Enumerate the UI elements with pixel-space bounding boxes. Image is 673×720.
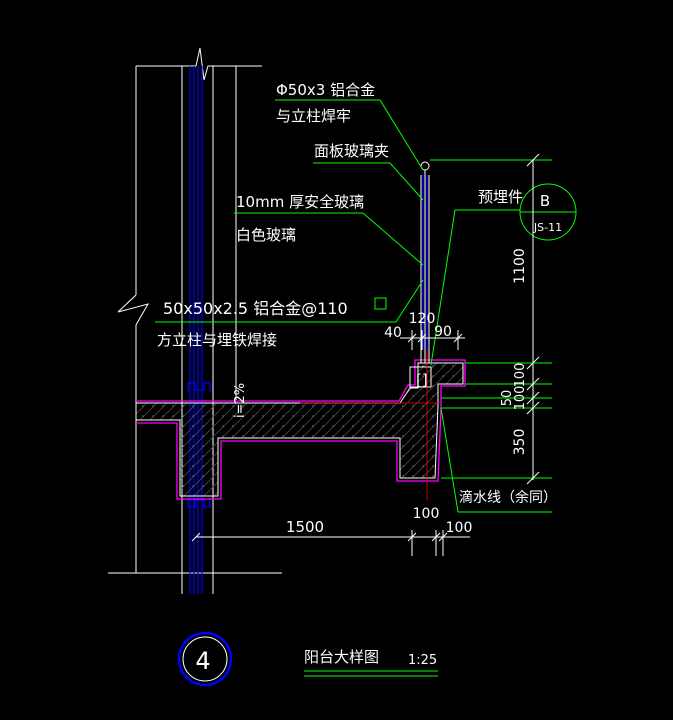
drip-line-label: 滴水线（余同） — [459, 489, 557, 506]
dim-100-b: 100 — [446, 520, 473, 536]
rail-spec-label: Φ50x3 铝合金 — [276, 81, 375, 99]
dim-100-top: 100 — [513, 363, 528, 388]
dim-100-a: 100 — [413, 506, 440, 522]
dim-350: 350 — [512, 429, 528, 456]
drawing-scale: 1:25 — [408, 653, 437, 668]
slope-label: i=2% — [233, 383, 248, 418]
railing — [420, 161, 430, 363]
callout-ref: JS-11 — [533, 221, 562, 234]
dim-50: 50 — [500, 390, 515, 407]
embed-part-label: 预埋件 — [478, 188, 523, 206]
title-block: 4 阳台大样图 1:25 — [177, 631, 438, 687]
dimension-texts: 120 40 90 1100 100 50 100 350 1500 100 1… — [286, 248, 528, 536]
dimension-lines — [191, 153, 540, 556]
callout-bubble: B JS-11 — [533, 192, 562, 234]
dim-90: 90 — [434, 324, 452, 340]
dim-40: 40 — [384, 325, 402, 341]
detail-number: 4 — [195, 647, 210, 675]
dim-1100: 1100 — [512, 248, 528, 284]
glass-spec-label: 10mm 厚安全玻璃 — [236, 193, 364, 211]
rail-weld-label: 与立柱焊牢 — [276, 107, 351, 125]
annotation-texts: Φ50x3 铝合金 与立柱焊牢 面板玻璃夹 10mm 厚安全玻璃 白色玻璃 50… — [157, 81, 557, 506]
balcony-slab: [] — [135, 359, 466, 500]
glass-color-label: 白色玻璃 — [236, 226, 296, 244]
dim-1500: 1500 — [286, 518, 324, 536]
dim-120: 120 — [409, 311, 436, 327]
dim-100-mid: 100 — [513, 386, 528, 411]
post-weld-label: 方立柱与埋铁焊接 — [157, 331, 277, 349]
embed-plate-symbol: [] — [416, 371, 428, 389]
drawing-title: 阳台大样图 — [304, 648, 379, 666]
wall — [108, 47, 282, 594]
post-spec-label: 50x50x2.5 铝合金@110 — [163, 299, 348, 318]
callout-letter: B — [540, 192, 550, 210]
detail-number-circle — [177, 631, 233, 687]
glass-clamp-label: 面板玻璃夹 — [314, 142, 389, 160]
